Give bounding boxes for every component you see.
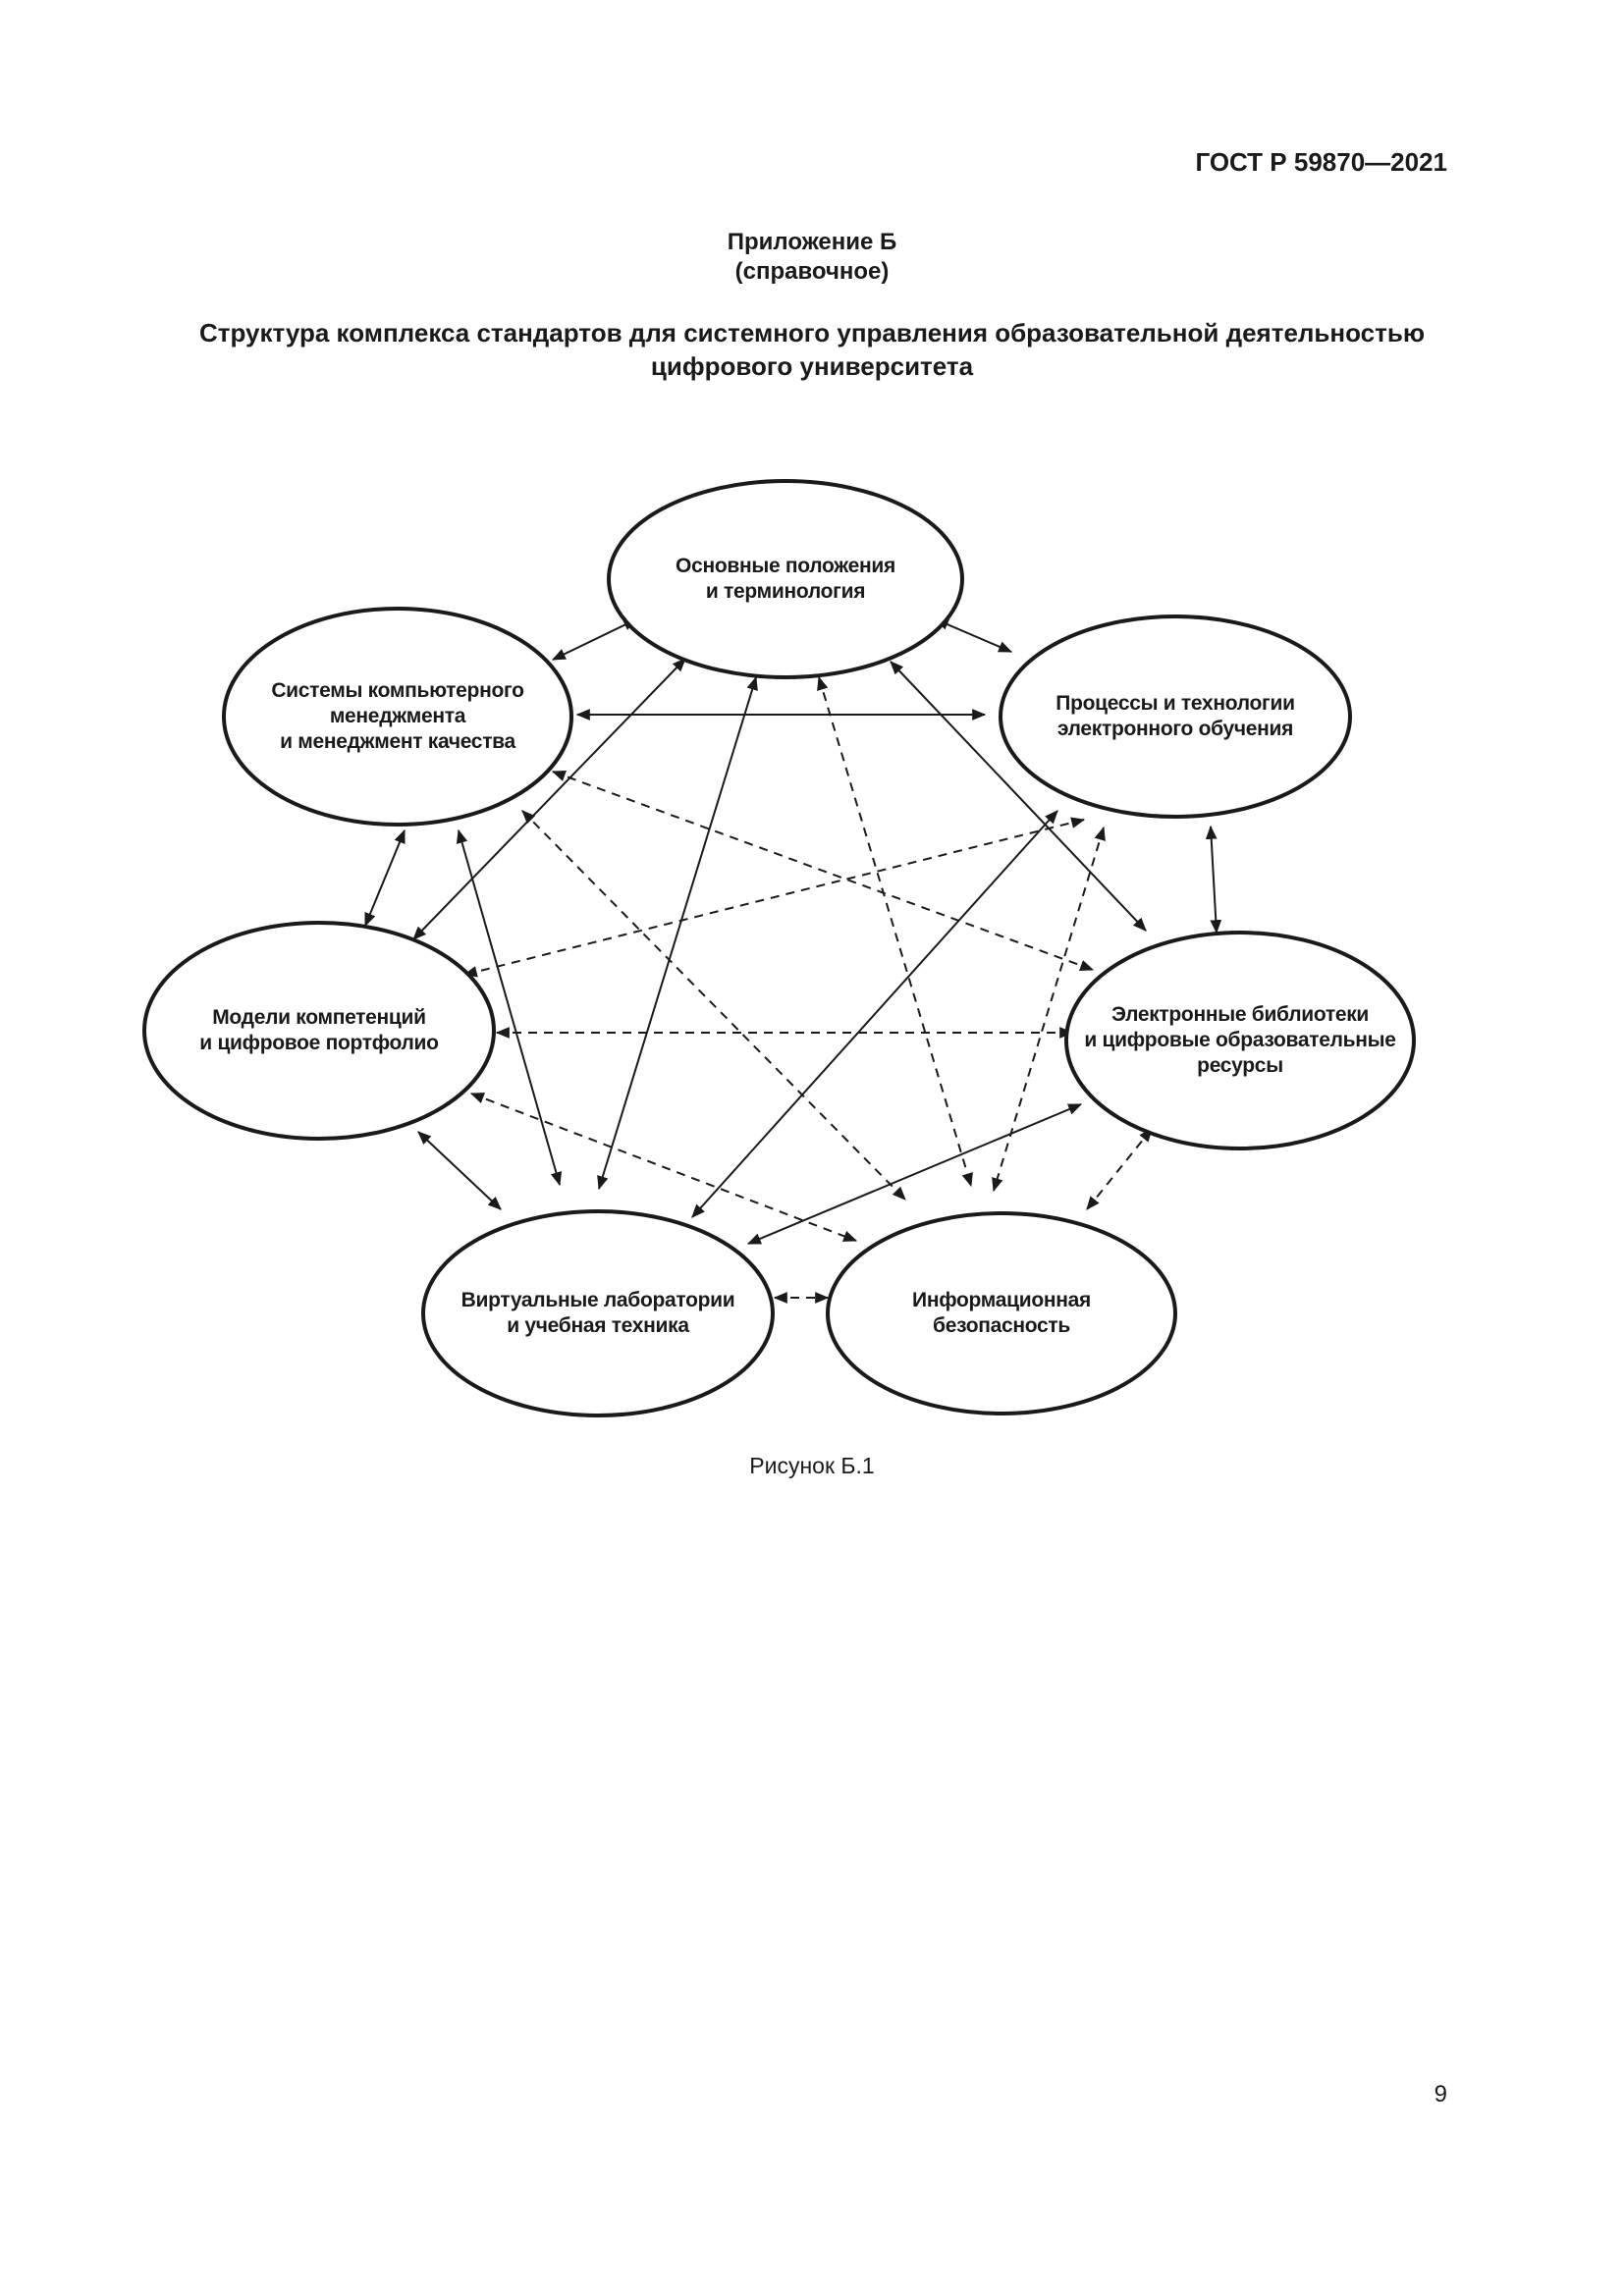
node-label-management: Системы компьютерного менеджмента и менедж…: [271, 678, 524, 755]
node-label-line: Виртуальные лаборатории: [460, 1289, 735, 1311]
node-label-line: Электронные библиотеки: [1110, 1003, 1370, 1026]
solid-link-10: [417, 1131, 502, 1210]
node-label-basics: Основные положения и терминология: [676, 554, 895, 605]
node-label-line: и терминология: [705, 580, 866, 603]
node-label-line: и цифровое портфолио: [199, 1032, 439, 1054]
node-basics: [607, 479, 964, 679]
node-security: [826, 1211, 1177, 1415]
node-label-line: менеджмента: [329, 705, 466, 727]
appendix-title: Приложение Б: [727, 229, 897, 255]
solid-link-5: [691, 810, 1058, 1218]
dashed-link-16: [992, 826, 1106, 1193]
figure-caption: Рисунок Б.1: [749, 1453, 875, 1478]
page-number: 9: [1434, 2081, 1447, 2108]
node-label-processes: Процессы и технологии электронного обучен…: [1056, 691, 1295, 742]
node-labs: [421, 1209, 775, 1417]
node-label-security: Информационная безопасность: [912, 1288, 1091, 1339]
dashed-link-12: [817, 675, 973, 1188]
node-label-line: Процессы и технологии: [1056, 692, 1295, 715]
node-label-line: и учебная техника: [507, 1314, 689, 1337]
node-label-labs: Виртуальные лаборатории и учебная техника: [461, 1288, 735, 1339]
node-label-line: безопасность: [933, 1314, 1070, 1337]
solid-link-8: [597, 675, 758, 1191]
node-management: [222, 607, 573, 827]
appendix-heading: Приложение Б (справочное): [0, 228, 1624, 287]
solid-link-0: [551, 618, 638, 661]
node-competence: [142, 921, 496, 1141]
document-title-line-1: Структура комплекса стандартов для систе…: [198, 318, 1426, 347]
node-label-line: Модели компетенций: [212, 1006, 426, 1029]
node-label-line: и цифровые образовательные: [1084, 1029, 1396, 1051]
document-title-line-2: цифрового университета: [650, 351, 974, 381]
dashed-link-14: [521, 810, 906, 1201]
node-label-line: Основные положения: [676, 555, 895, 577]
node-label-libraries: Электронные библиотеки и цифровые образов…: [1084, 1002, 1396, 1079]
node-label-line: Информационная: [912, 1289, 1091, 1311]
diagram-nodes: [142, 479, 1416, 1417]
node-label-line: и менеджмент качества: [280, 730, 515, 753]
dashed-link-18: [469, 1093, 858, 1242]
node-label-line: ресурсы: [1197, 1054, 1283, 1077]
node-label-line: Системы компьютерного: [271, 679, 524, 702]
solid-link-1: [934, 618, 1013, 653]
node-label-competence: Модели компетенций и цифровое портфолио: [199, 1005, 439, 1056]
dashed-link-13: [551, 770, 1095, 972]
node-label-line: электронного обучения: [1056, 718, 1294, 740]
document-title: Структура комплекса стандартов для систе…: [0, 316, 1624, 383]
dashed-link-19: [1086, 1128, 1153, 1210]
node-libraries: [1064, 931, 1416, 1150]
diagram-links: [364, 618, 1222, 1304]
dashed-link-15: [462, 817, 1086, 978]
node-processes: [999, 614, 1352, 819]
solid-link-7: [364, 828, 406, 928]
solid-link-6: [1205, 825, 1222, 934]
appendix-type: (справочное): [734, 258, 890, 285]
standard-number: ГОСТ Р 59870—2021: [1195, 147, 1447, 177]
